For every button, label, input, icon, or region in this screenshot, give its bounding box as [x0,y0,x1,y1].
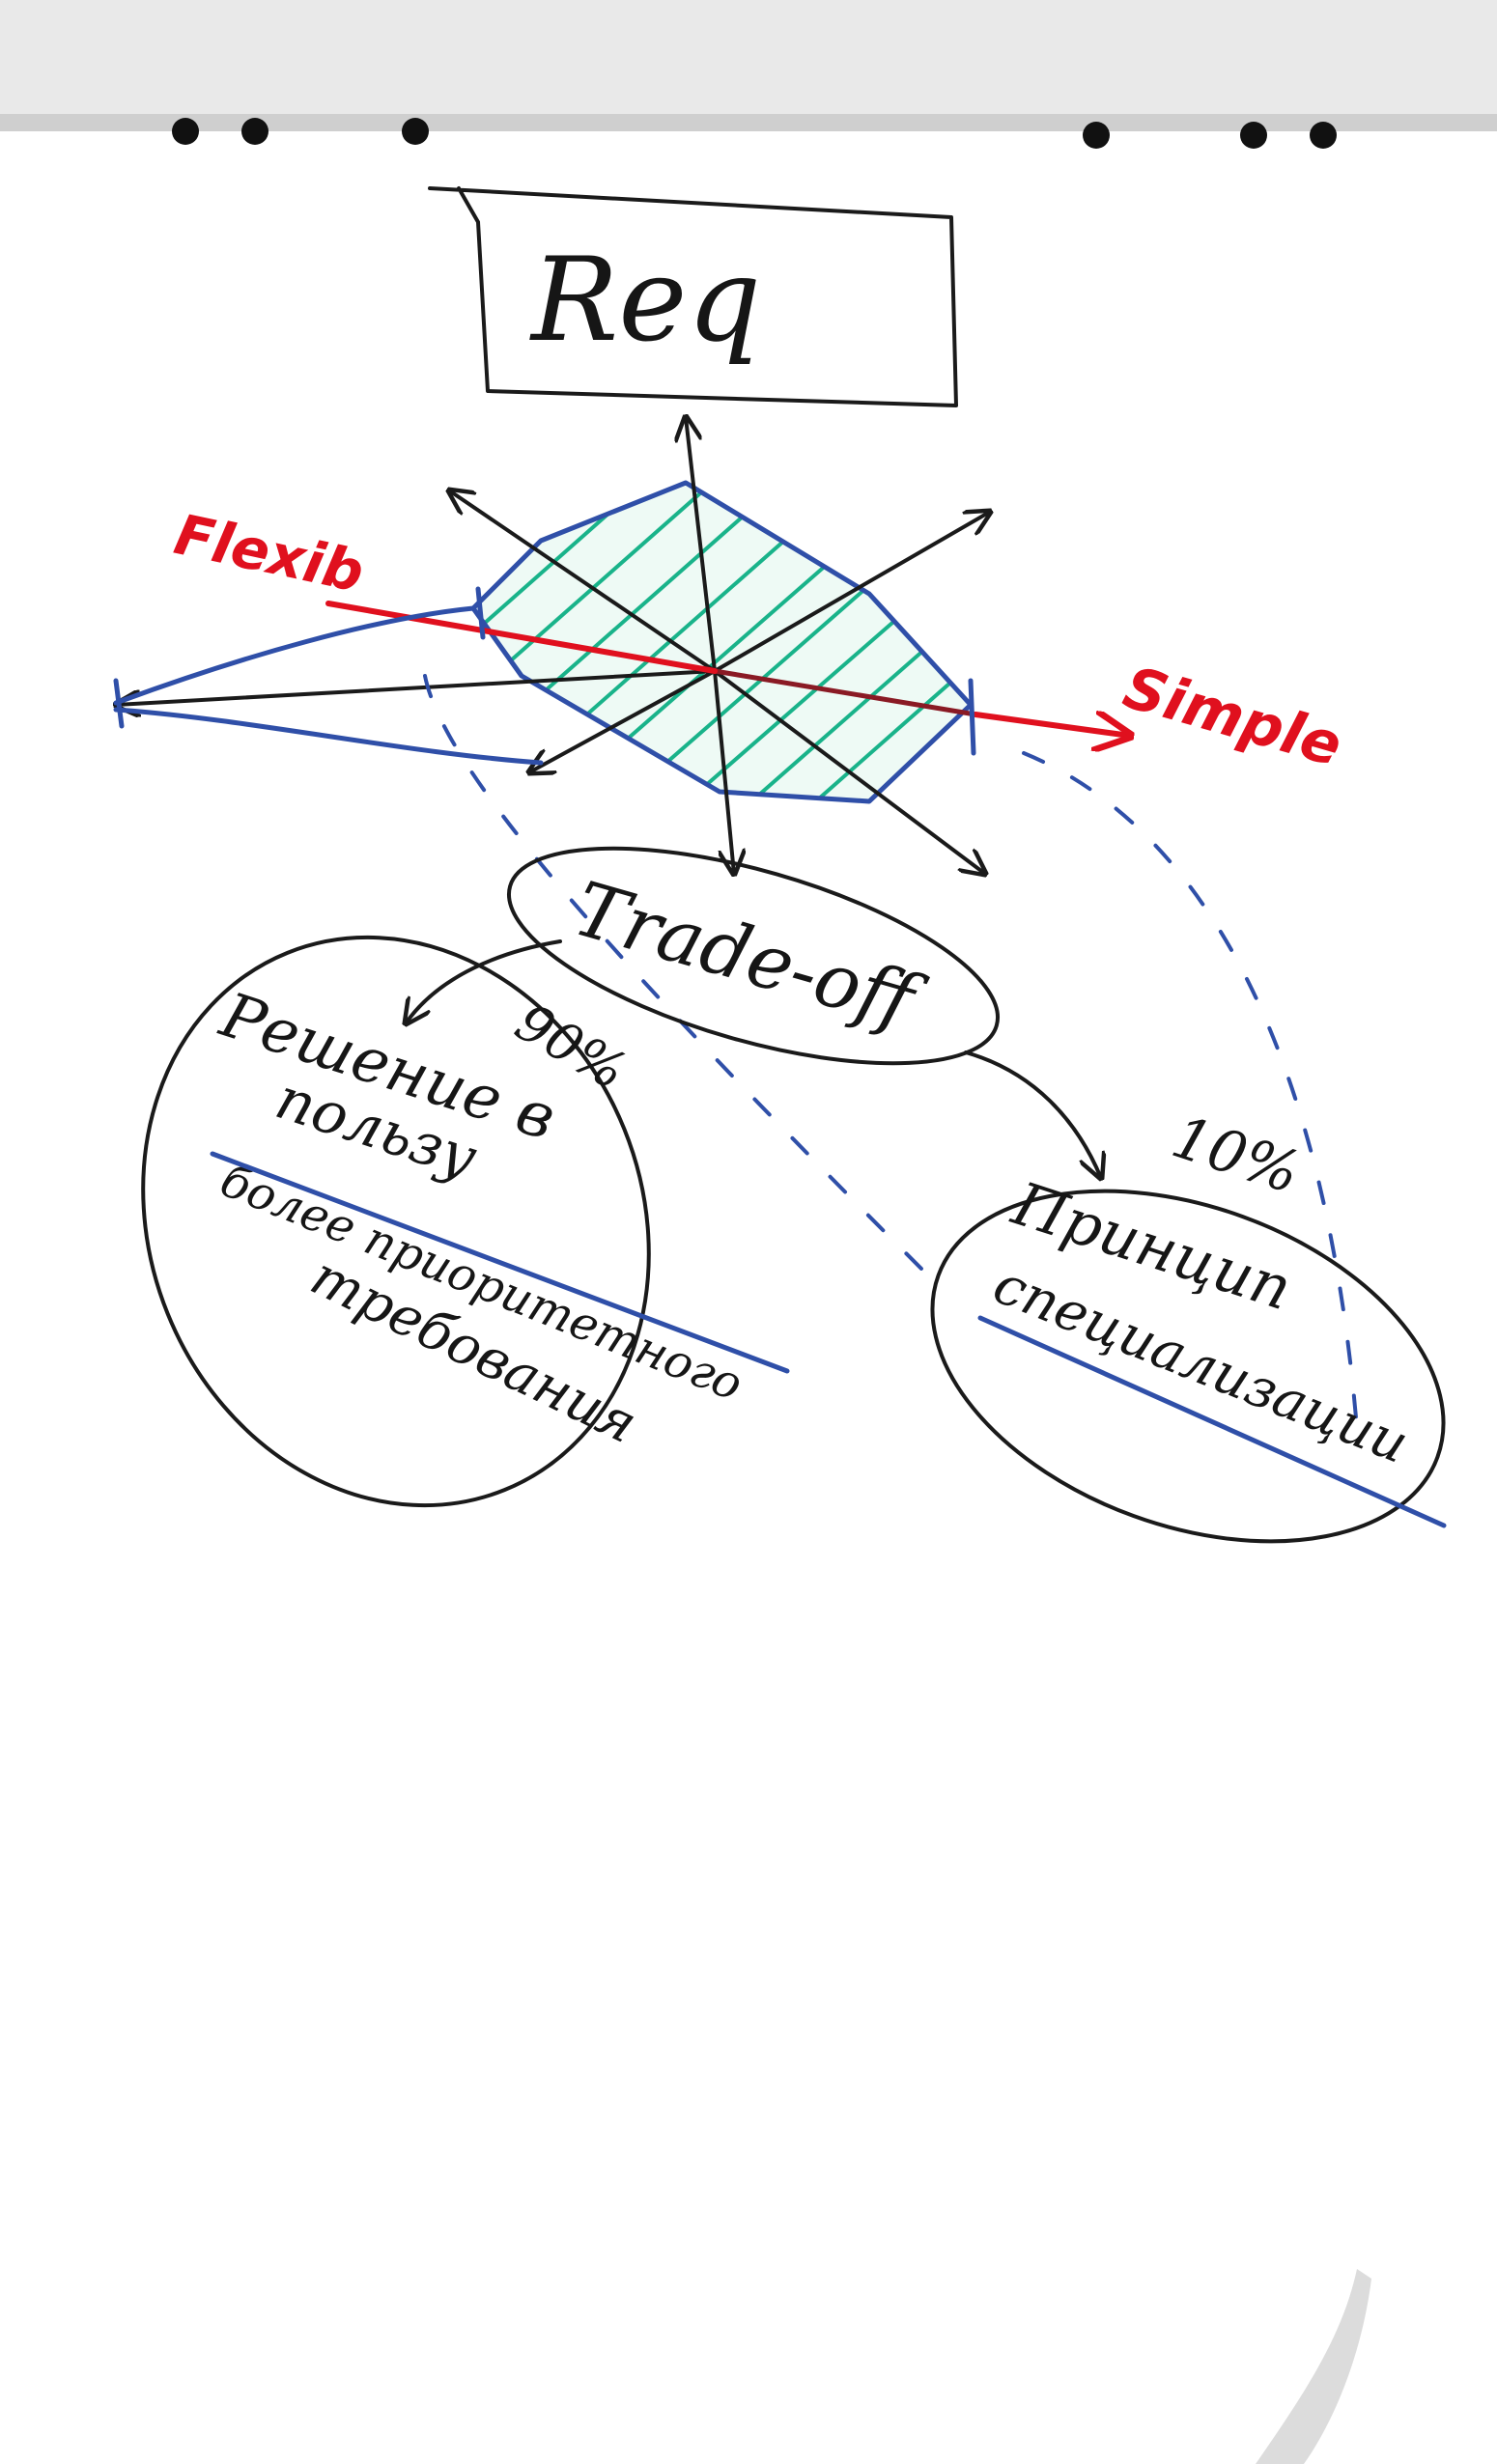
board-smudge [1256,2269,1371,2464]
arrow-to-left-node [406,939,562,1023]
arrow-to-right-node [964,1050,1101,1178]
simple-label: Simple [1116,654,1349,780]
flexibility-label: Flexib [169,501,369,605]
right-principle-node: 10% Принцип специализации [930,1104,1447,1544]
right-node-percent: 10% [1164,1104,1307,1208]
board-rail-edge [0,114,1497,131]
tradeoff-text: Trade-off [565,866,935,1049]
title-text: Req [529,234,761,368]
title-box: Req [428,186,958,407]
axes [116,417,1130,874]
blue-links [113,586,1359,1431]
rail-magnets [172,118,1337,149]
board-rail [0,0,1497,130]
